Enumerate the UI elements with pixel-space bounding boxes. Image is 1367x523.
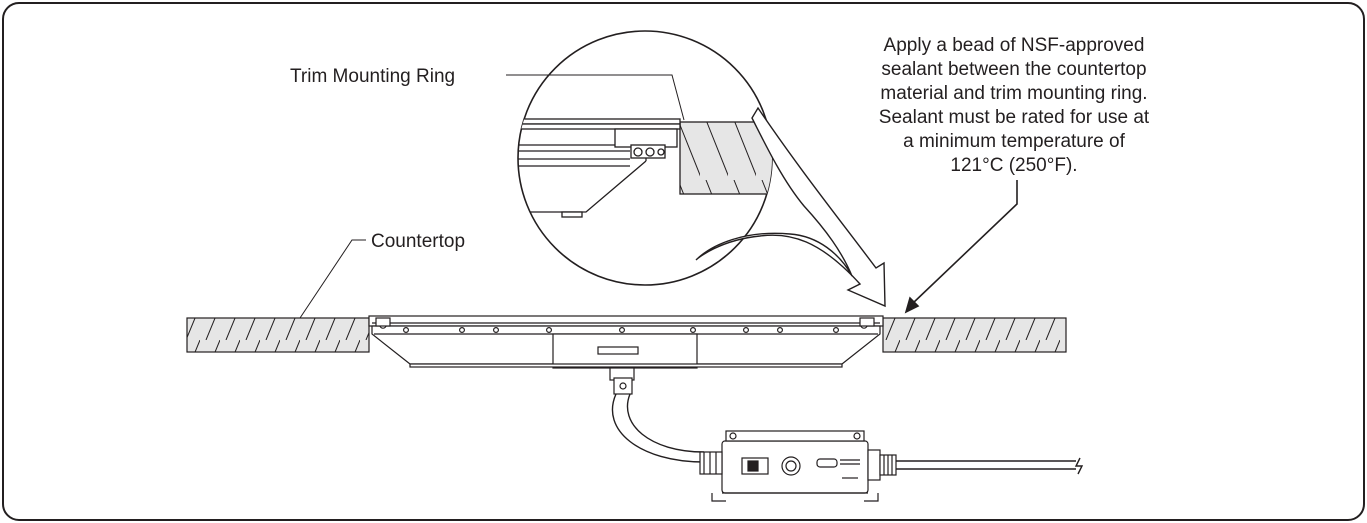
- detail-arrow: [695, 106, 886, 308]
- power-cable: [611, 393, 705, 463]
- warmer-unit: [368, 315, 884, 395]
- countertop-right: [882, 317, 1067, 353]
- detail-magnifier: [517, 30, 773, 286]
- sealant-note-line: a minimum temperature of: [903, 131, 1125, 152]
- sealant-note-line: 121°C (250°F).: [950, 155, 1077, 176]
- countertop-left: [186, 317, 370, 353]
- sealant-note-line: sealant between the countertop: [881, 59, 1146, 80]
- sealant-note-line: material and trim mounting ring.: [880, 83, 1147, 104]
- power-cord: [896, 457, 1084, 475]
- sealant-note: Apply a bead of NSF-approved sealant bet…: [879, 35, 1150, 176]
- trim-ring-label: Trim Mounting Ring: [290, 66, 455, 87]
- control-box: [699, 430, 897, 502]
- sealant-note-line: Apply a bead of NSF-approved: [884, 35, 1145, 56]
- sealant-pointer: [904, 180, 1018, 314]
- trim-ring-leader: [506, 74, 685, 121]
- sealant-note-line: Sealant must be rated for use at: [879, 107, 1150, 128]
- countertop-leader: [299, 239, 366, 319]
- countertop-label: Countertop: [371, 231, 465, 252]
